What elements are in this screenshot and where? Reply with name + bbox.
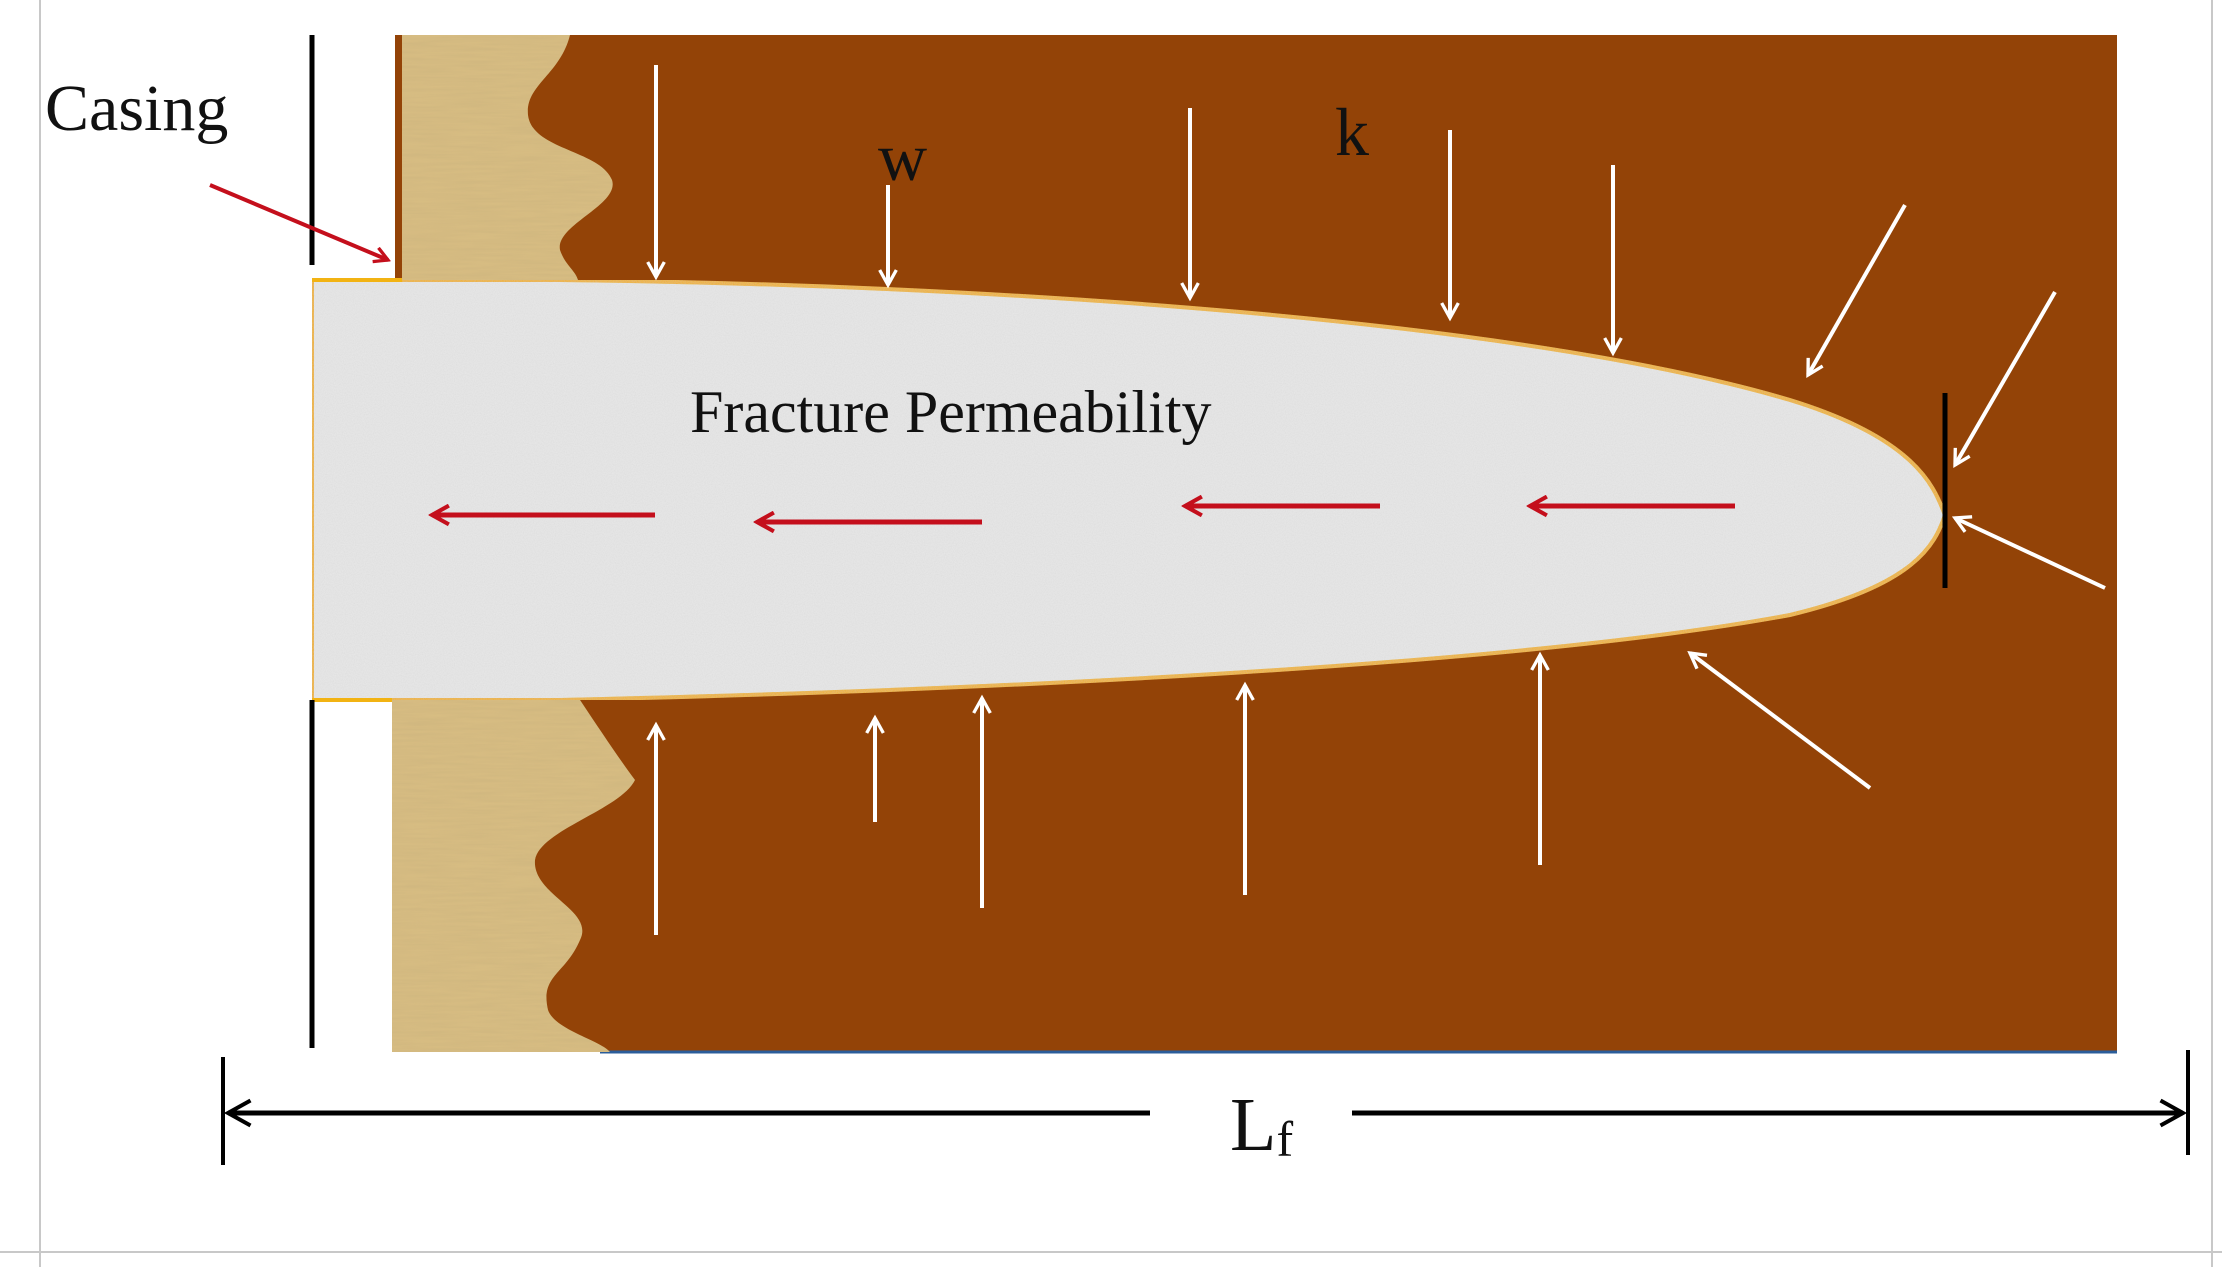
matrix-permeability-label: k bbox=[1335, 94, 1369, 170]
length-dimension bbox=[221, 1050, 2190, 1165]
width-label: w bbox=[878, 119, 927, 195]
fracture-permeability-label: Fracture Permeability bbox=[690, 379, 1211, 445]
fracture-flow-arrows bbox=[432, 506, 1735, 522]
casing-pointer-arrow bbox=[209, 183, 388, 260]
inflow-arrow bbox=[1690, 653, 1872, 790]
inflow-arrows-bottom bbox=[656, 518, 2106, 935]
casing-label: Casing bbox=[45, 72, 228, 145]
inflow-arrow bbox=[1953, 290, 2057, 465]
length-label-sub: f bbox=[1276, 1111, 1293, 1167]
length-label-main: L bbox=[1230, 1083, 1276, 1167]
cement-upper bbox=[402, 35, 613, 280]
cement-lower bbox=[392, 700, 635, 1052]
length-label: Lf bbox=[1230, 1083, 1293, 1167]
inflow-arrows-top bbox=[656, 65, 2057, 465]
inflow-arrow bbox=[1806, 204, 1907, 375]
inflow-arrow bbox=[1955, 518, 2106, 590]
